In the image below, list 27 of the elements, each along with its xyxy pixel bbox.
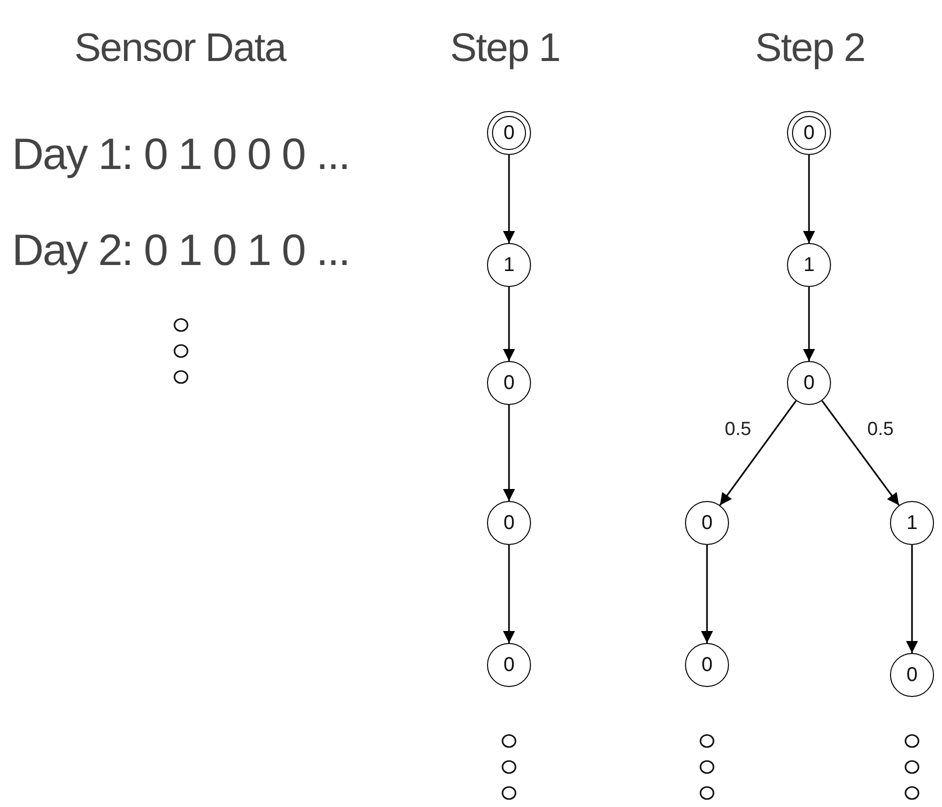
- state-value: 0: [906, 665, 918, 685]
- column-heading: Sensor Data: [73, 25, 288, 72]
- state-value: 1: [803, 255, 815, 275]
- state-value: 0: [503, 513, 515, 533]
- state-value: 0: [503, 123, 515, 143]
- arrow: [503, 545, 515, 643]
- column-heading: Step 2: [754, 25, 866, 72]
- arrow: [503, 287, 515, 361]
- arrow: [803, 155, 815, 243]
- data-sequence: Day 2: 0 1 0 1 0 ...: [12, 225, 351, 277]
- column-heading: Step 1: [449, 25, 561, 72]
- arrow: [503, 155, 515, 243]
- arrow: [503, 405, 515, 501]
- arrow: [803, 287, 815, 361]
- state-value: 0: [701, 655, 713, 675]
- state-value: 0: [503, 373, 515, 393]
- arrow: [701, 545, 713, 643]
- state-value: 0: [701, 513, 713, 533]
- state-value: 0: [803, 123, 815, 143]
- state-value: 0: [803, 373, 815, 393]
- data-sequence: Day 1: 0 1 0 0 0 ...: [12, 129, 351, 181]
- arrow: [821, 400, 900, 506]
- arrow: [906, 545, 918, 653]
- state-value: 1: [503, 255, 515, 275]
- state-value: 1: [906, 513, 918, 533]
- state-value: 0: [503, 655, 515, 675]
- arrow: [719, 400, 797, 506]
